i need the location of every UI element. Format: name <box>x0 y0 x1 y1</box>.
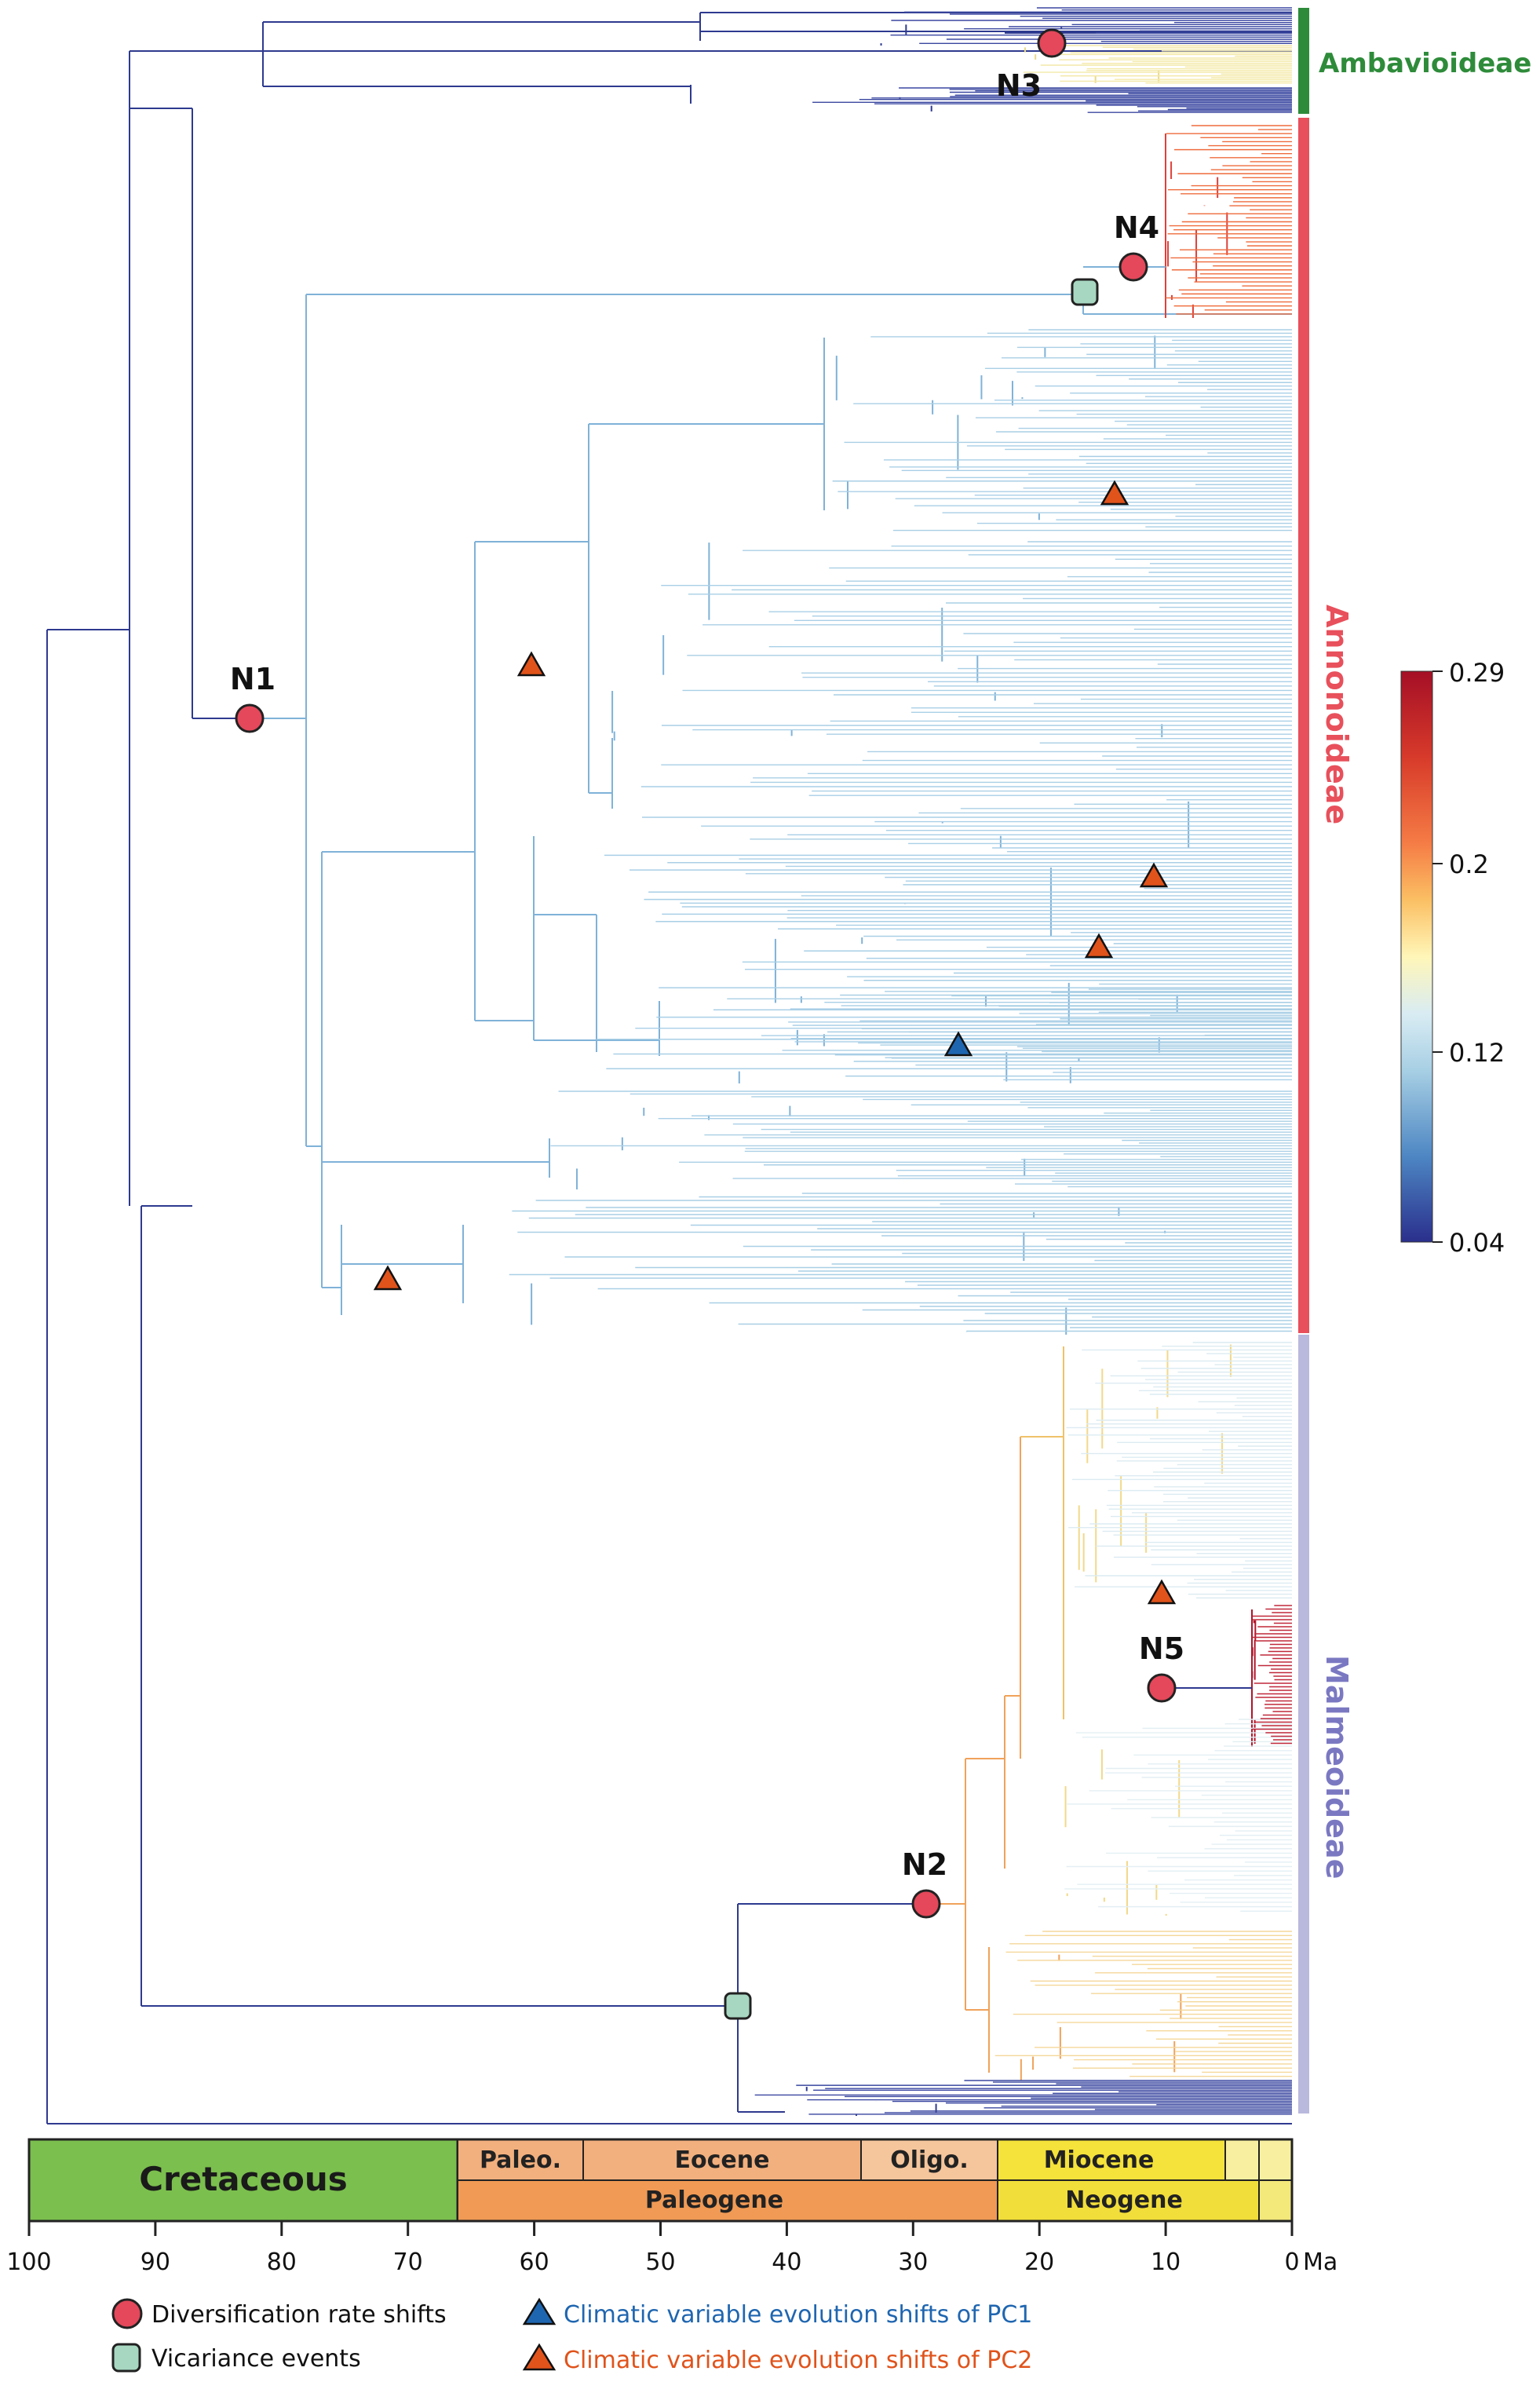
epoch-eocene <box>582 2139 862 2181</box>
pc1-shift-marker <box>943 1031 973 1057</box>
vicariance-marker <box>1071 278 1099 306</box>
period-quaternary <box>1258 2179 1293 2222</box>
legend-pc2-icon <box>522 2343 557 2371</box>
epoch-miocene-label: Miocene <box>1044 2146 1155 2174</box>
N1-label: N1 <box>230 662 276 696</box>
period-cretaceous-label: Cretaceous <box>139 2160 348 2198</box>
N1-marker <box>235 703 265 733</box>
time-axis-tick-label: 30 <box>898 2249 928 2276</box>
phylogenetic-tree <box>46 12 1292 2124</box>
period-neogene-label: Neogene <box>1065 2187 1183 2214</box>
epoch-paleocene-label: Paleo. <box>480 2146 561 2174</box>
pc2-shift-marker <box>1147 1579 1177 1605</box>
time-axis-tick-label: 40 <box>772 2249 801 2276</box>
time-axis-tick-label: 100 <box>6 2249 51 2276</box>
epoch-eocene-label: Eocene <box>675 2146 770 2174</box>
legend: Diversification rate shifts Vicariance e… <box>111 2297 1032 2374</box>
legend-pc2-label: Climatic variable evolution shifts of PC… <box>564 2347 1032 2374</box>
epoch-oligocene <box>860 2139 998 2181</box>
time-axis-tick-label: 0 <box>1284 2249 1299 2276</box>
legend-diversification-icon <box>111 2298 143 2329</box>
period-paleogene-label: Paleogene <box>645 2187 783 2214</box>
annonoideae-label: Annonoideae <box>1319 605 1354 824</box>
legend-vicariance-label: Vicariance events <box>151 2345 361 2373</box>
vicariance-marker <box>724 1992 752 2020</box>
time-axis-tick-label: 70 <box>393 2249 423 2276</box>
time-axis-tick-label: 50 <box>645 2249 675 2276</box>
epoch-oligocene-label: Oligo. <box>890 2146 969 2174</box>
ambavioideae-label: Ambavioideae <box>1319 48 1531 79</box>
colorbar-tick-2: 0.2 <box>1449 849 1489 879</box>
colorbar-tick-3: 0.12 <box>1449 1038 1505 1068</box>
clade-bars <box>1298 8 1309 2113</box>
time-axis-tick-label: 10 <box>1151 2249 1181 2276</box>
legend-diversification-label: Diversification rate shifts <box>151 2301 447 2329</box>
epoch-miocene <box>997 2139 1226 2181</box>
pc2-shift-marker <box>516 651 546 677</box>
legend-vicariance-icon <box>111 2343 141 2373</box>
malmeoideae-bar <box>1298 1335 1309 2113</box>
pc2-shift-marker <box>1100 480 1129 506</box>
ambavioideae-bar <box>1298 8 1309 114</box>
period-paleogene <box>457 2179 998 2222</box>
epoch-pleistocene <box>1258 2139 1293 2181</box>
N3-label: N3 <box>996 68 1042 103</box>
time-axis-unit: Ma <box>1303 2249 1337 2276</box>
N4-marker <box>1119 252 1148 282</box>
pc2-shift-marker <box>1084 933 1114 959</box>
time-axis-tick-label: 60 <box>520 2249 549 2276</box>
pc2-shift-marker <box>373 1265 403 1291</box>
N5-marker <box>1147 1673 1177 1703</box>
N2-marker <box>911 1889 941 1919</box>
rate-colorbar: 0.29 0.2 0.12 0.04 <box>1400 658 1505 1258</box>
period-cretaceous <box>27 2138 459 2223</box>
N2-label: N2 <box>902 1847 947 1882</box>
time-axis-tick-label: 20 <box>1024 2249 1054 2276</box>
tip-fans <box>509 7 1292 2115</box>
annonoideae-bar <box>1298 118 1309 1333</box>
time-axis-tick-label: 90 <box>140 2249 170 2276</box>
N5-label: N5 <box>1139 1631 1184 1666</box>
N4-label: N4 <box>1114 210 1159 245</box>
colorbar-tick-min: 0.04 <box>1449 1228 1505 1258</box>
pc2-shift-marker <box>1139 862 1169 888</box>
legend-pc1-icon <box>522 2297 557 2325</box>
epoch-pliocene <box>1224 2139 1260 2181</box>
colorbar-tick-max: 0.29 <box>1449 658 1505 688</box>
colorbar-gradient <box>1400 670 1433 1243</box>
period-neogene <box>997 2179 1260 2222</box>
legend-pc1-label: Climatic variable evolution shifts of PC… <box>564 2301 1032 2329</box>
N3-marker <box>1037 28 1067 58</box>
geologic-timescale: Cretaceous Paleo. Eocene Oligo. Miocene … <box>27 2138 1294 2223</box>
malmeoideae-label: Malmeoideae <box>1319 1655 1354 1879</box>
time-axis-tick-label: 80 <box>267 2249 297 2276</box>
